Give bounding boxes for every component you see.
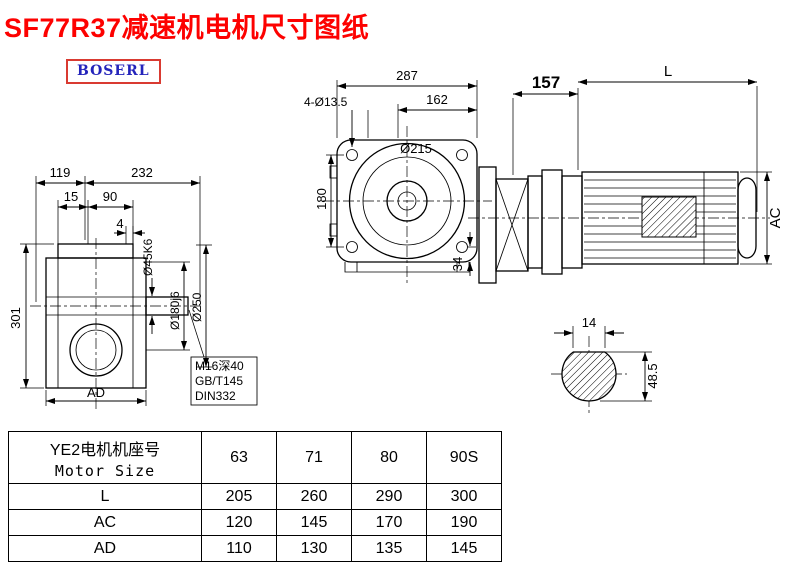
dia-shaft-callout: Ø45K6 <box>141 238 155 276</box>
dim-287: 287 <box>396 68 418 83</box>
dia-spigot-callout: Ø180j6 <box>168 291 182 330</box>
dim-162: 162 <box>426 92 448 107</box>
dia-215-label: Ø215 <box>400 141 432 156</box>
table-cell: 190 <box>426 509 502 536</box>
output-shaft <box>145 296 189 316</box>
bolt-hole <box>346 241 358 253</box>
dimension-table: YE2电机机座号 Motor Size 63 71 80 90S L 205 2… <box>8 431 502 562</box>
table-cell: 135 <box>351 535 427 562</box>
gearbox-top-flange <box>57 243 134 259</box>
bolt-hole <box>456 241 468 253</box>
dim-14: 14 <box>582 315 596 330</box>
dim-90: 90 <box>103 189 117 204</box>
dim-ad: AD <box>87 385 105 400</box>
table-cell: 205 <box>201 483 277 510</box>
dim-232: 232 <box>131 165 153 180</box>
motor-size-col-1: 63 <box>201 431 277 484</box>
dim-34: 34 <box>450 257 465 271</box>
note-din-standard: DIN332 <box>195 389 236 403</box>
table-cell: 120 <box>201 509 277 536</box>
row-label-AD: AD <box>8 535 202 562</box>
dia-flange-callout: Ø250 <box>190 292 204 322</box>
bolt-hole <box>346 149 358 161</box>
note-gb-standard: GB/T145 <box>195 374 243 388</box>
gearbox-body <box>45 257 147 389</box>
motor-size-col-2: 71 <box>276 431 352 484</box>
dim-119: 119 <box>50 165 71 180</box>
table-row-AD: AD 110 130 135 145 <box>8 535 502 562</box>
table-cell: 300 <box>426 483 502 510</box>
header-motor-size-en: Motor Size <box>54 461 156 480</box>
table-header-row: YE2电机机座号 Motor Size 63 71 80 90S <box>8 431 502 484</box>
front-view: 287 162 4-Ø13.5 Ø215 180 34 <box>304 68 492 284</box>
shaft-end-note-box <box>190 356 258 406</box>
motor-view: 157 L AC <box>468 63 784 284</box>
shaft-section: 14 48.5 <box>551 315 660 414</box>
brand-text: BOSERL <box>77 63 150 79</box>
dim-ac: AC <box>767 207 784 228</box>
output-bore-inner-circle <box>75 329 117 371</box>
note-tap: M16深40 <box>195 359 244 373</box>
terminal-box <box>641 196 697 238</box>
output-bore-circle <box>69 323 123 377</box>
dim-48-5: 48.5 <box>645 363 660 388</box>
header-motor-size-cell: YE2电机机座号 Motor Size <box>8 431 202 484</box>
table-cell: 290 <box>351 483 427 510</box>
brand-logo: BOSERL <box>66 59 161 84</box>
dim-15: 15 <box>64 189 78 204</box>
header-motor-size-cn: YE2电机机座号 <box>49 441 161 459</box>
motor-fins <box>584 179 736 259</box>
table-row-L: L 205 260 290 300 <box>8 483 502 510</box>
dim-4: 4 <box>116 216 123 231</box>
motor-size-col-3: 80 <box>351 431 427 484</box>
table-cell: 260 <box>276 483 352 510</box>
bolt-hole <box>456 149 468 161</box>
left-view: 119 232 15 90 4 301 AD Ø45K6 Ø18 <box>8 165 258 410</box>
motor-size-col-4: 90S <box>426 431 502 484</box>
table-cell: 110 <box>201 535 277 562</box>
flange-circle-215 <box>348 142 466 260</box>
motor-end-cap <box>737 177 757 259</box>
dim-l: L <box>664 63 672 80</box>
adapter-flange <box>478 166 497 284</box>
table-cell: 145 <box>426 535 502 562</box>
table-cell: 145 <box>276 509 352 536</box>
shaft-keyway-section <box>561 351 617 402</box>
dim-bolt-holes: 4-Ø13.5 <box>304 95 348 109</box>
table-cell: 130 <box>276 535 352 562</box>
dim-180: 180 <box>314 188 329 210</box>
table-cell: 170 <box>351 509 427 536</box>
page-title: SF77R37减速机电机尺寸图纸 <box>4 13 370 43</box>
mounting-flange <box>336 139 478 263</box>
row-label-AC: AC <box>8 509 202 536</box>
dim-157: 157 <box>532 73 560 92</box>
dim-301: 301 <box>8 307 23 329</box>
table-row-AC: AC 120 145 170 190 <box>8 509 502 536</box>
row-label-L: L <box>8 483 202 510</box>
